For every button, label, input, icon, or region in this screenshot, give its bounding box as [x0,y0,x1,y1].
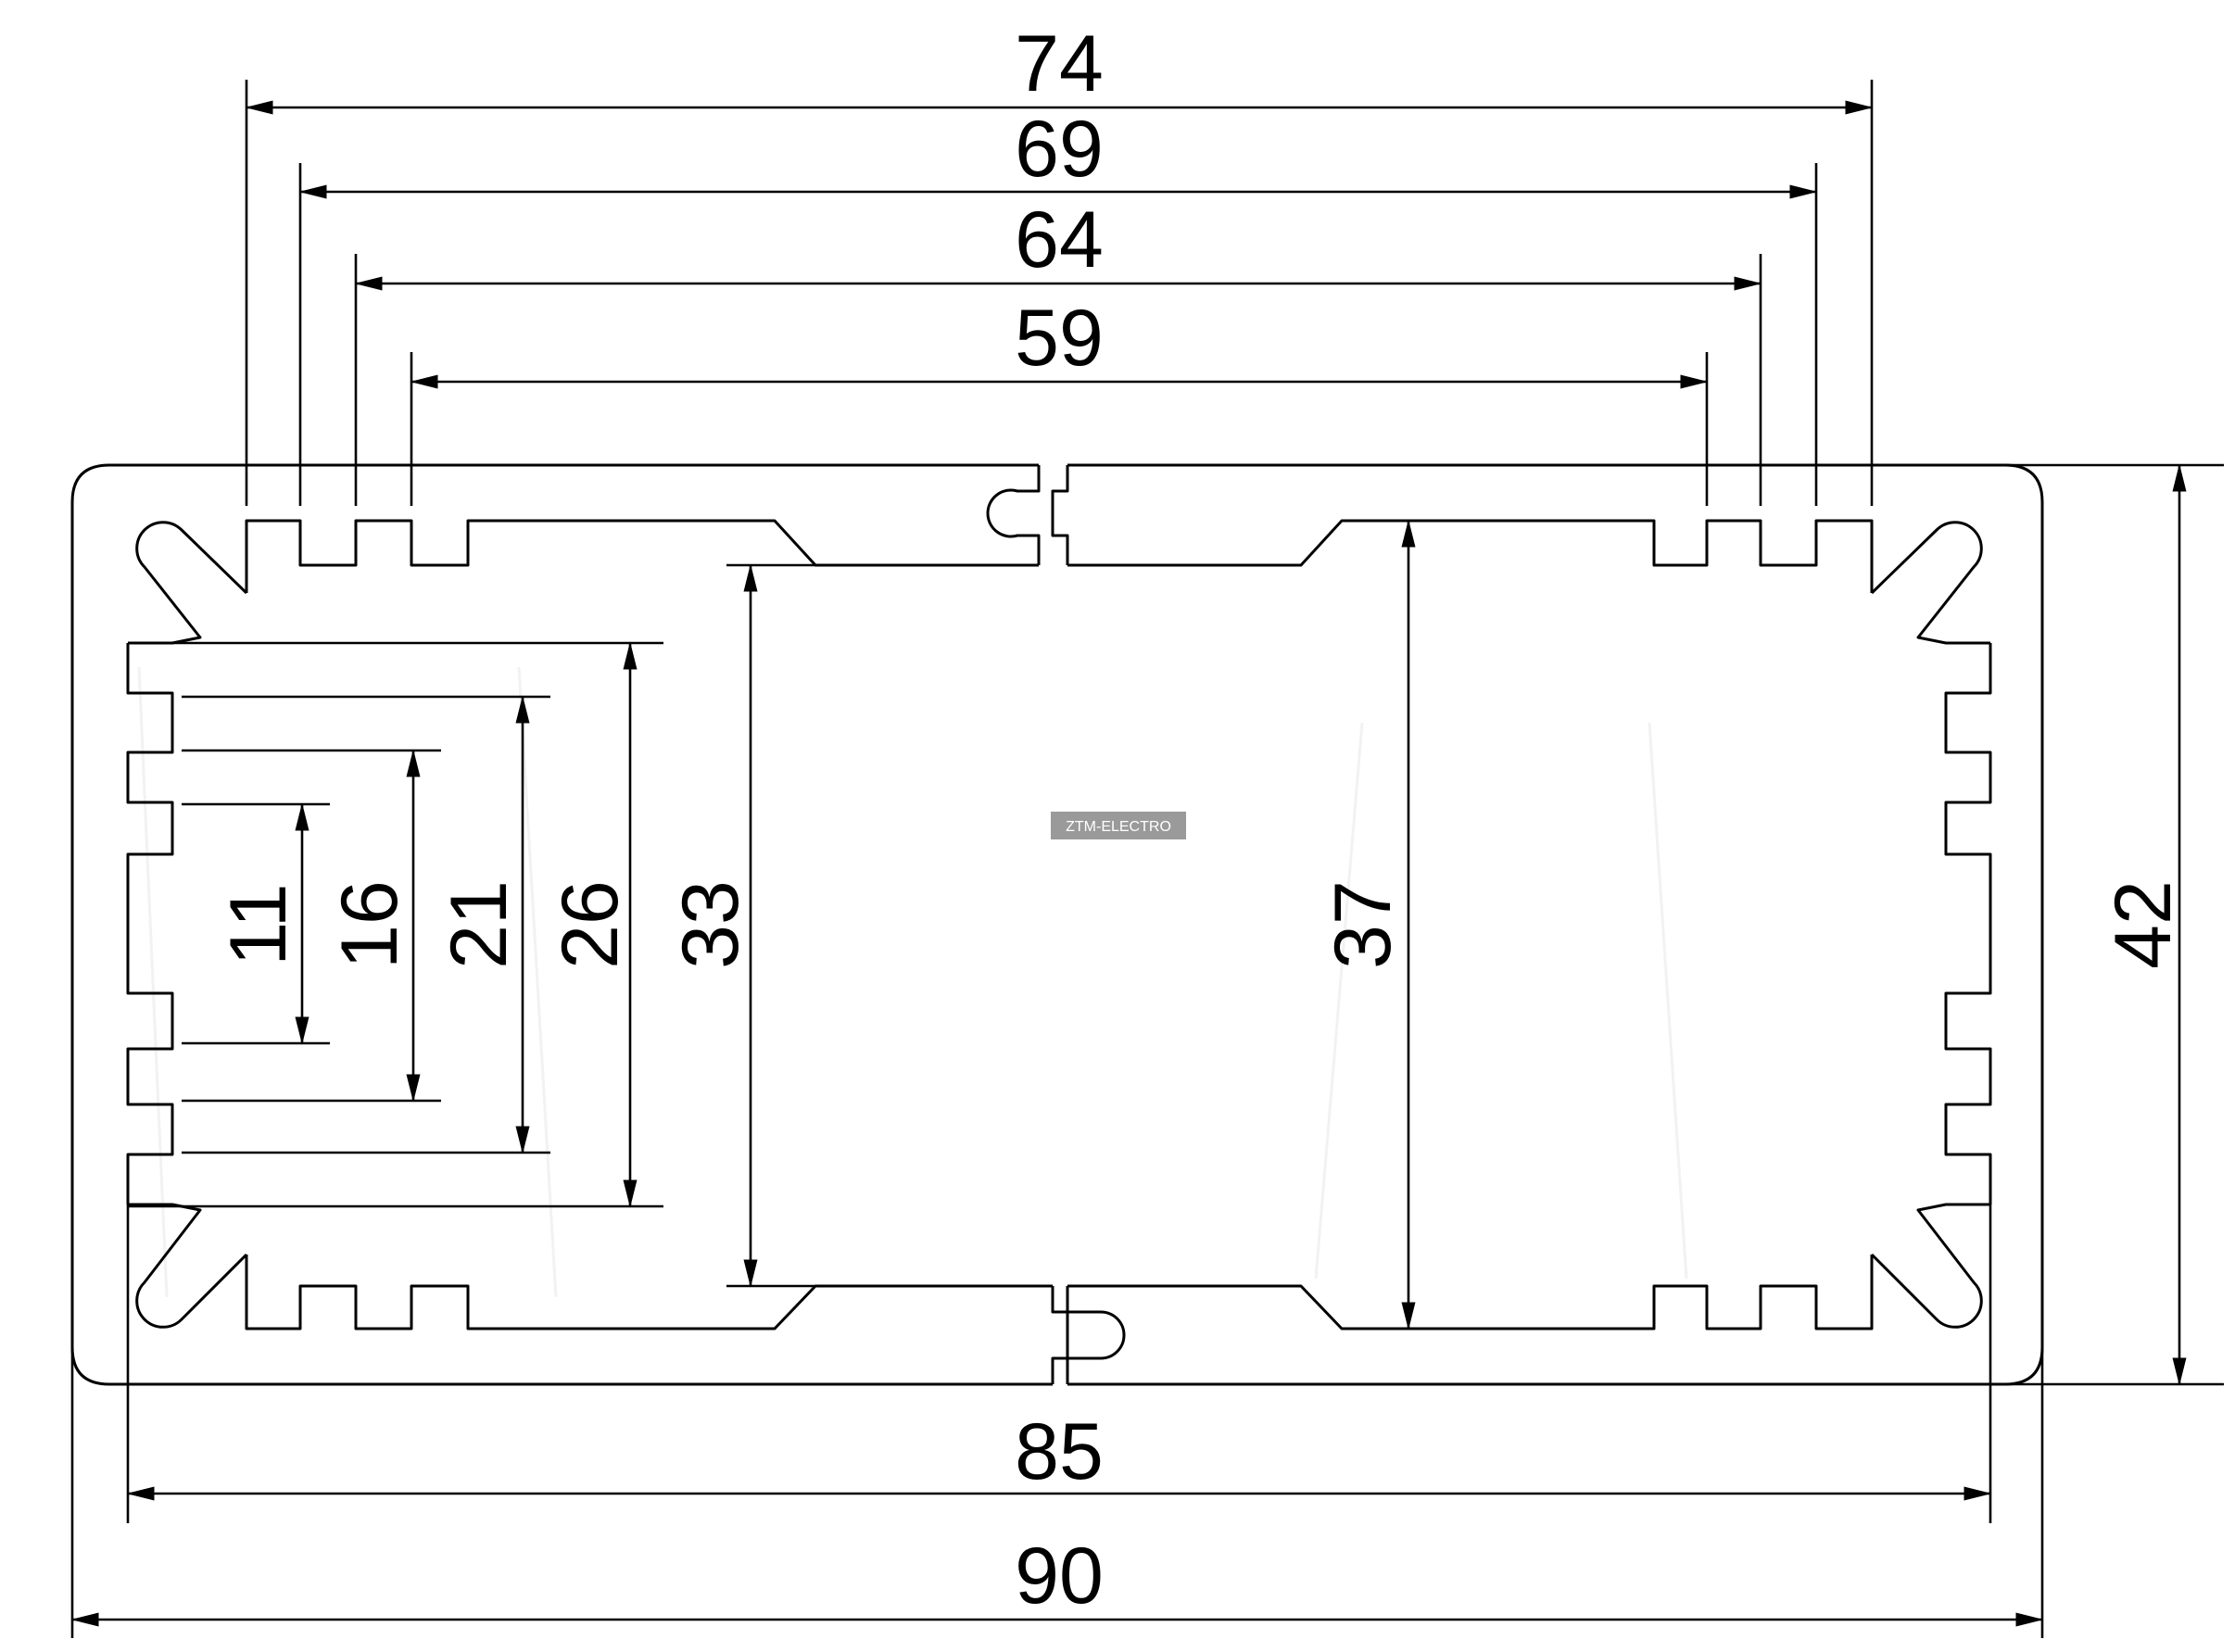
inner-left-fins [126,643,174,1204]
dim-label-21: 21 [435,880,524,969]
watermark-badge: ZTM-ELECTRO [1051,812,1186,839]
dim-label-42: 42 [2099,880,2188,969]
outer-shell-top-right [1067,463,2044,1386]
dim-label-37: 37 [1319,880,1408,969]
screw-channel-bottom-left [128,1203,248,1329]
inner-top-right-fins [1067,519,1874,593]
inner-bottom-left-fins [245,1255,1053,1330]
center-slot-bottom [1051,1286,1126,1384]
background-watermark-shapes [137,666,1688,1298]
enclosure-profile [70,463,2044,1386]
dim-label-90: 90 [1015,1532,1104,1620]
dim-label-64: 64 [1015,195,1104,284]
dim-label-59: 59 [1015,294,1104,383]
dim-label-85: 85 [1015,1407,1104,1496]
inner-top-left-fins [245,519,1039,593]
dim-label-26: 26 [546,880,635,969]
outer-shell-top-left [70,463,1053,1386]
dim-label-33: 33 [666,880,755,969]
screw-channel-top-left [128,521,248,645]
right-dimension: 42 [2005,463,2224,1386]
top-dimensions: 74 69 64 59 [245,19,1874,506]
dim-label-74: 74 [1015,19,1104,108]
watermark-text: ZTM-ELECTRO [1066,819,1171,835]
center-dimension: 37 [1319,519,1416,1330]
bottom-dimensions: 85 90 [70,1204,2044,1638]
dim-label-11: 11 [214,883,303,965]
left-dimensions: 11 16 21 26 33 [128,563,815,1288]
inner-bottom-right-fins [1067,1255,1874,1330]
dim-label-16: 16 [325,880,414,969]
center-slot-top [986,465,1069,565]
inner-right-fins [1944,643,1992,1204]
screw-channel-top-right [1870,521,1990,645]
screw-channel-bottom-right [1870,1203,1990,1329]
dim-label-69: 69 [1015,105,1104,194]
